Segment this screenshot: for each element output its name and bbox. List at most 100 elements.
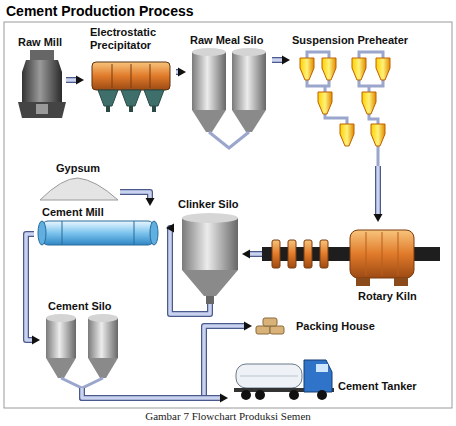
pipe-connector (82, 322, 252, 399)
equipment-label: Gypsum (56, 162, 100, 175)
equipment-label: Rotary Kiln (358, 290, 417, 303)
silo-pipe (209, 132, 249, 148)
precipitator-rib (150, 64, 151, 88)
silo-body (192, 52, 226, 110)
kiln-foot (394, 278, 408, 286)
kiln-ring (320, 240, 328, 268)
pipe-connector (120, 192, 155, 206)
pipe-outline (82, 326, 246, 398)
mill-band (134, 221, 135, 245)
pipe-core (82, 388, 222, 398)
pipe-core (376, 166, 380, 216)
precipitator-rib (131, 64, 132, 88)
wheel (255, 390, 265, 400)
silo-cone (46, 358, 76, 378)
pipe-connector (82, 388, 228, 403)
cement-bag (270, 326, 284, 334)
equipment-label: Cement Tanker (338, 380, 417, 393)
mill-door (36, 104, 48, 114)
arrow-head (220, 394, 228, 403)
silo-cone (182, 270, 238, 296)
kiln-band (366, 232, 367, 276)
mill-top (30, 50, 54, 60)
mill-end (150, 221, 158, 245)
cement-bag (263, 318, 277, 326)
silo-cone (232, 110, 266, 132)
mill-body (22, 72, 62, 102)
precipitator-rib (112, 64, 113, 88)
arrow-head (76, 76, 84, 85)
kiln-ring (304, 240, 312, 268)
gypsum-pile (40, 178, 118, 200)
precipitator-drawing (92, 62, 170, 112)
hopper (144, 90, 164, 106)
equipment-label: Packing House (296, 320, 375, 333)
mill-base (18, 102, 66, 118)
pipe-connector (166, 224, 210, 315)
mill-drum (42, 221, 154, 245)
clinker-silo-drawing (182, 213, 238, 304)
diagram-title: Cement Production Process (6, 3, 194, 19)
mill-band (62, 221, 63, 245)
figure-caption: Gambar 7 Flowchart Produksi Semen (0, 410, 456, 423)
cyclone (362, 92, 376, 114)
arrow-head (146, 198, 155, 206)
equipment-node: Raw Meal Silo (186, 34, 272, 152)
equipment-node: Electrostatic Precipitator (84, 26, 176, 118)
pipe-outline (26, 234, 34, 340)
wheel (317, 390, 327, 400)
equipment-label: Cement Silo (48, 300, 112, 313)
precipitator-body (92, 62, 170, 90)
pipe-connector (66, 76, 84, 85)
equipment-label: Electrostatic Precipitator (90, 26, 174, 52)
silo-top (182, 213, 238, 223)
silo-top (232, 48, 266, 56)
preheater-drawing (300, 52, 390, 166)
equipment-node: Clinker Silo (176, 198, 242, 304)
equipment-node: Suspension Preheater (290, 34, 420, 166)
hopper (121, 90, 141, 106)
pipe-outline (248, 251, 262, 257)
kiln-ring (288, 240, 296, 268)
equipment-node: Gypsum (36, 162, 120, 202)
arrow-head (374, 214, 383, 222)
tanker-drawing (234, 360, 334, 400)
equipment-node: Cement Mill (34, 206, 166, 250)
silo-body (182, 218, 238, 270)
arrow-head (282, 56, 290, 65)
kiln-ring (272, 240, 280, 268)
equipment-label: Raw Mill (18, 36, 62, 49)
packing-drawing (256, 318, 284, 334)
wheel (241, 390, 251, 400)
raw-meal-silo-drawing (192, 48, 266, 148)
wheel (289, 390, 299, 400)
tanker-stripe (240, 376, 298, 377)
kiln-foot (356, 278, 370, 286)
hopper (98, 90, 118, 106)
pipe-outline (82, 388, 222, 398)
silo-outlet (206, 296, 214, 304)
hopper-outlet (129, 106, 133, 112)
kiln-band (398, 232, 399, 276)
cyclone (322, 58, 336, 80)
cyclone (371, 124, 385, 146)
cyclone (300, 58, 314, 80)
raw-mill-drawing (18, 50, 66, 118)
cyclone (318, 92, 332, 114)
pipe-core (82, 326, 246, 398)
kiln-band (382, 232, 383, 276)
arrow-head (166, 224, 174, 233)
arrow-head (178, 68, 186, 77)
equipment-node: Cement Silo (40, 300, 124, 388)
cement-mill-drawing (38, 221, 158, 245)
pipe-connector (272, 56, 290, 65)
silo-body (232, 52, 266, 110)
pipe-core (26, 234, 34, 340)
pipe-outline (120, 192, 150, 200)
pipe-core (248, 252, 262, 256)
silo-top (88, 314, 118, 322)
pipe-connector (374, 166, 383, 222)
mill-end (38, 221, 46, 245)
hopper-outlet (152, 106, 156, 112)
